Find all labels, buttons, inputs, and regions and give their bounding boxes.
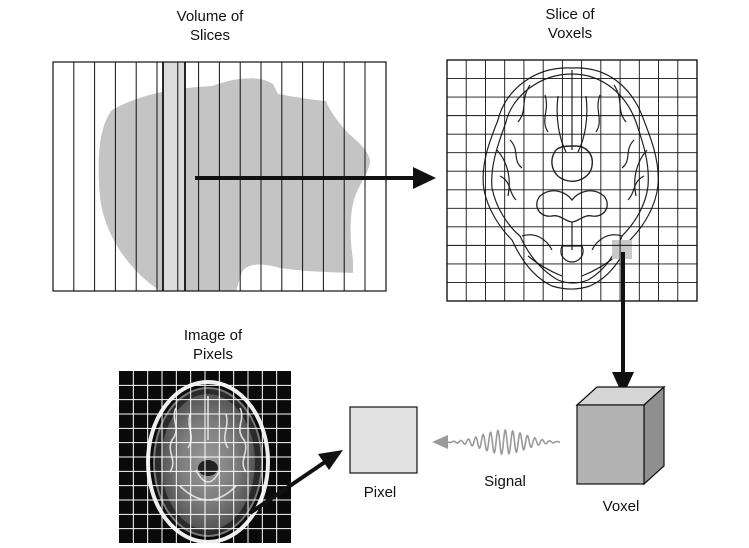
arrow-slice-to-voxels xyxy=(195,167,436,189)
pixel-square xyxy=(349,406,418,474)
voxel-cube xyxy=(575,385,666,486)
signal-label: Signal xyxy=(484,473,526,490)
mri-pixel-grid xyxy=(119,371,291,543)
image-of-pixels-title: Image of Pixels xyxy=(183,327,243,363)
arrow-to-voxel xyxy=(612,252,634,396)
selected-slice xyxy=(163,62,185,291)
pixel-label: Pixel xyxy=(363,484,397,501)
volume-of-slices-title: Volume of Slices xyxy=(176,8,244,44)
signal-arrow xyxy=(432,428,561,456)
head-profile-silhouette xyxy=(98,78,370,291)
voxel-grid-lines xyxy=(447,60,697,301)
voxel-label: Voxel xyxy=(602,498,640,515)
arrow-pixel-to-image xyxy=(248,450,343,515)
highlighted-voxel xyxy=(612,240,632,259)
signal-wave xyxy=(447,428,561,456)
slice-of-voxels-title: Slice of Voxels xyxy=(545,6,595,42)
image-of-pixels xyxy=(119,371,291,543)
slice-of-voxels xyxy=(446,59,698,302)
